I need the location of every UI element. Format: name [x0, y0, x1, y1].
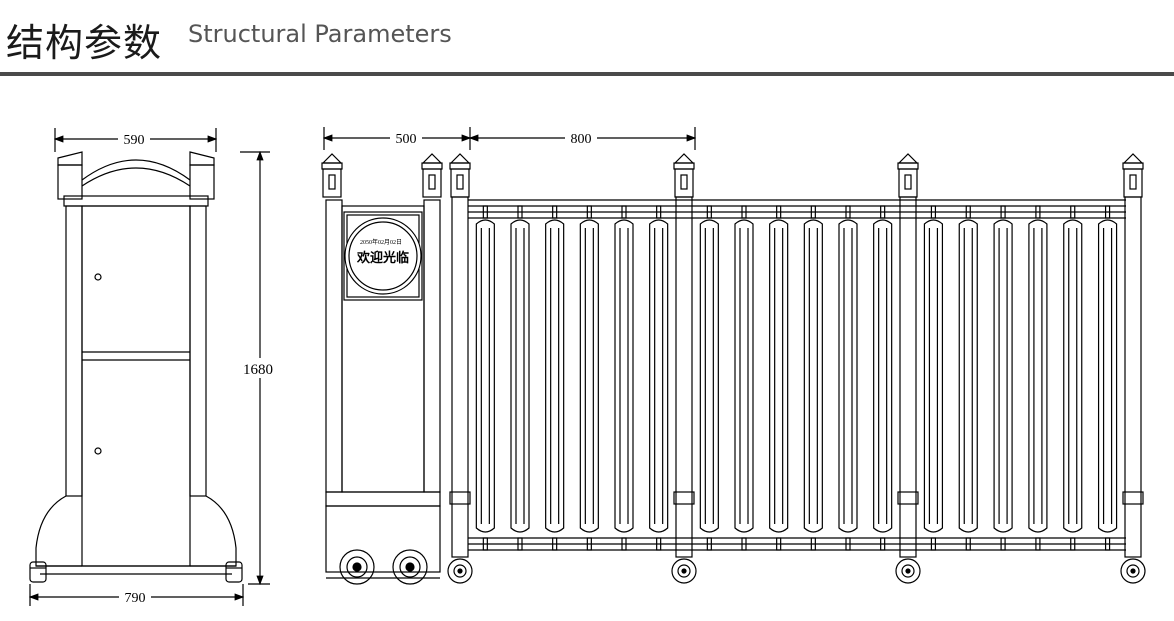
gate-rails [468, 199, 1126, 551]
gate-post [421, 153, 443, 198]
header: 结构参数 Structural Parameters [0, 0, 1174, 78]
gate-post [895, 153, 921, 584]
gate-bar [1028, 205, 1048, 551]
sign-date: 2050年02月02日 [360, 238, 402, 246]
gate-post [671, 153, 697, 584]
dim-label-1680: 1680 [243, 362, 273, 378]
control-booth: 2050年02月02日 欢迎光临 [325, 199, 441, 585]
gate-bar [769, 205, 789, 551]
gate-bar [873, 205, 893, 551]
dim-label-500: 500 [396, 132, 417, 147]
page-title: 结构参数 [6, 21, 163, 65]
gate-bar [734, 205, 754, 551]
dim-label-790: 790 [125, 591, 146, 606]
sign-welcome: 欢迎光临 [356, 250, 409, 265]
dim-label-590: 590 [124, 133, 145, 148]
dim-label-800: 800 [571, 132, 592, 147]
gate-post [447, 153, 473, 584]
front-view: 500 800 2050年02月02日 欢迎光临 [321, 127, 1146, 585]
page-subtitle: Structural Parameters [188, 20, 452, 48]
dimension-590: 590 [53, 128, 218, 152]
gate-bar [993, 205, 1013, 551]
dimension-1680: 1680 [238, 150, 278, 586]
dimension-800: 800 [468, 127, 697, 150]
gate-post [321, 153, 343, 198]
gate-bars [475, 205, 1118, 551]
gate-bar [838, 205, 858, 551]
gate-bar [1063, 205, 1083, 551]
header-divider [0, 72, 1174, 76]
dimension-500: 500 [322, 127, 472, 150]
gate-bar [923, 205, 944, 551]
gate-posts [321, 153, 1146, 584]
gate-post [1120, 153, 1146, 584]
gate-bar [579, 205, 599, 551]
gate-bar [803, 205, 823, 551]
side-view: 590 16 [28, 128, 278, 606]
gate-bar [699, 205, 719, 551]
gate-bar [510, 205, 530, 551]
gate-bar [545, 205, 565, 551]
gate-bar [1097, 205, 1118, 551]
gate-bar [958, 205, 978, 551]
gate-bar [614, 205, 634, 551]
gate-bar [475, 205, 495, 551]
dimension-790: 790 [28, 584, 245, 606]
gate-bar [649, 205, 669, 551]
